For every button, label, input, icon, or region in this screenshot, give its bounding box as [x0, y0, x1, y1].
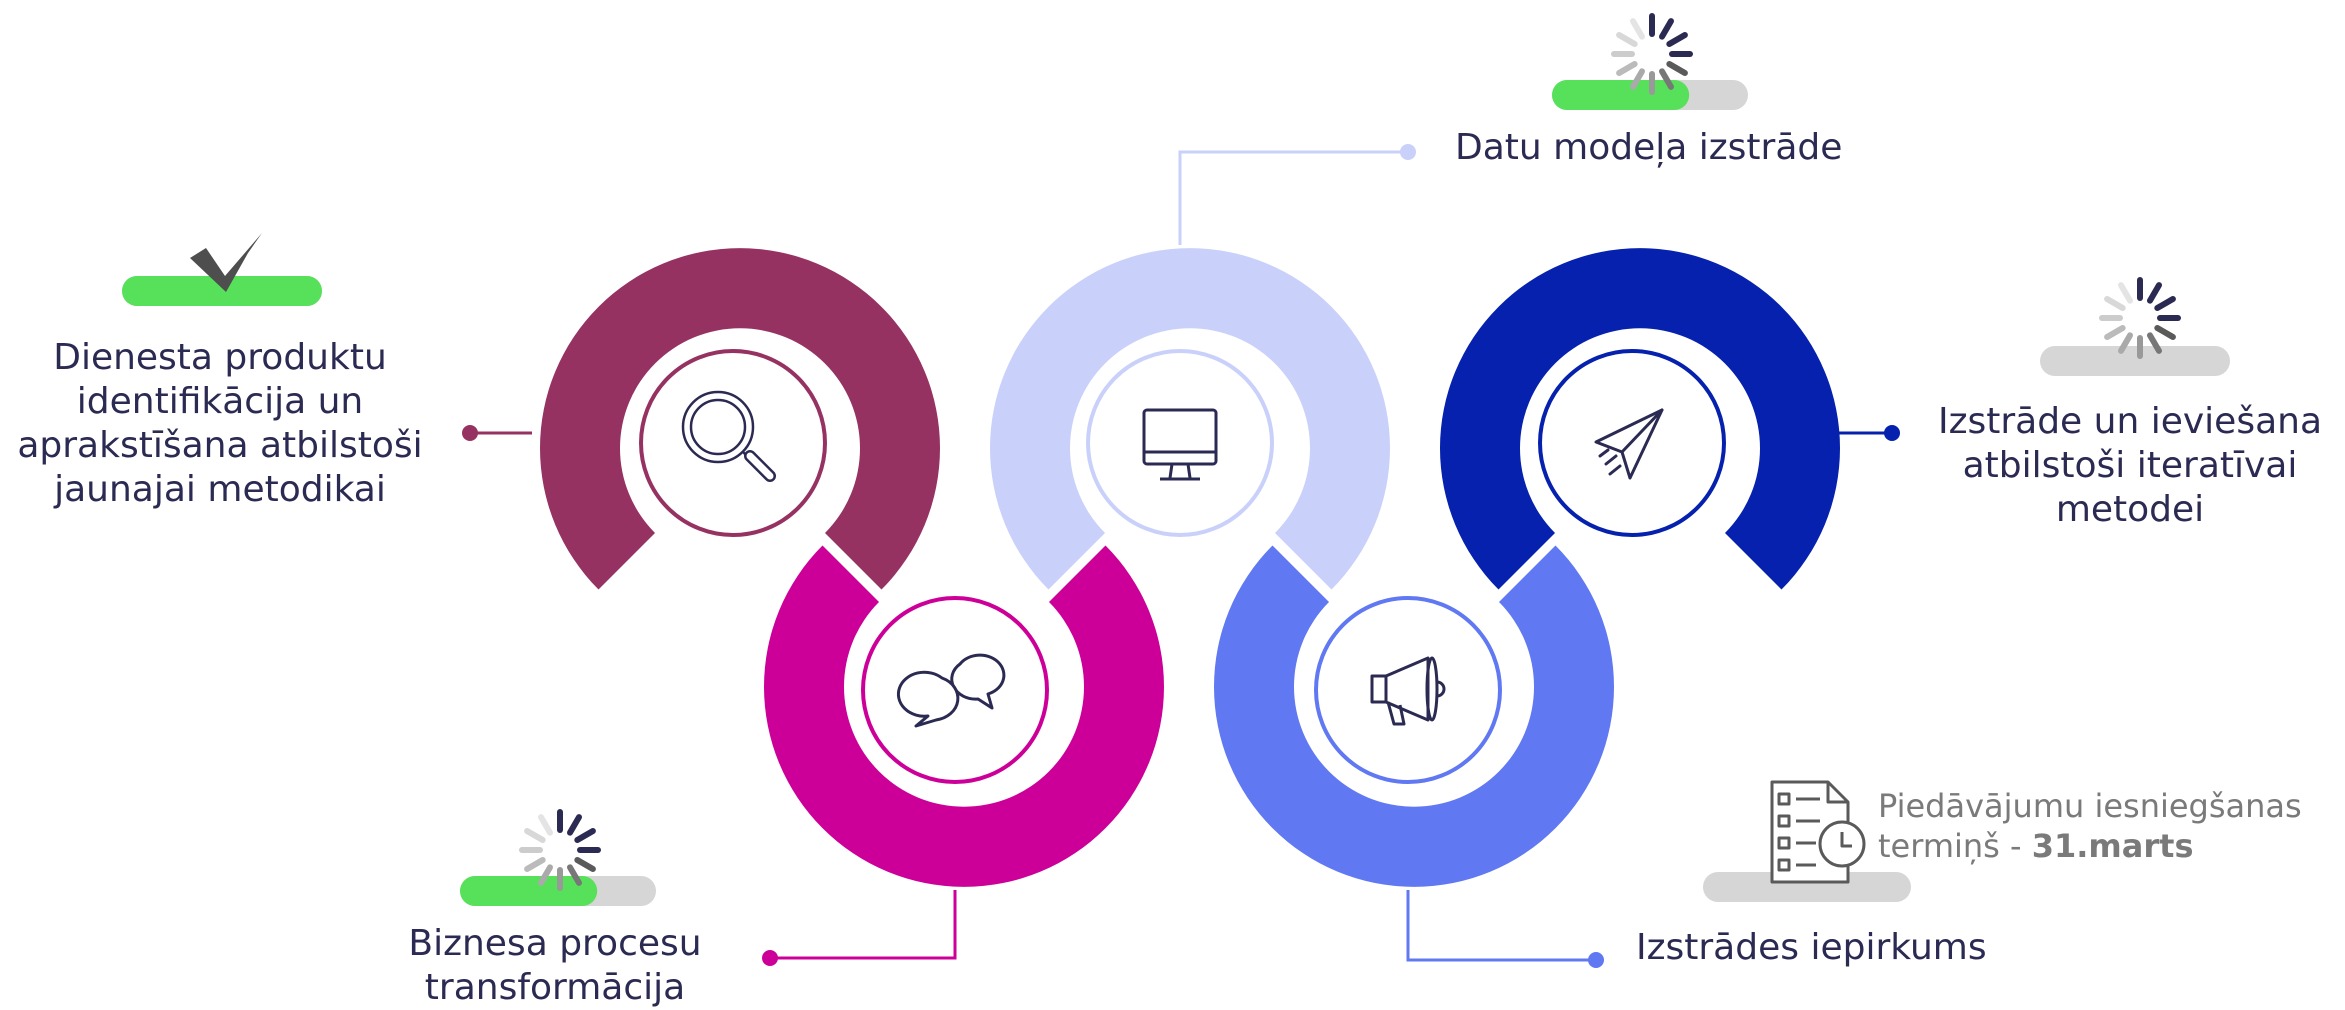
ring-3 [989, 248, 1390, 590]
step-label-1-line-2: identifikācija un [76, 381, 364, 422]
deadline-prefix: termiņš - [1878, 827, 2032, 865]
connector-3 [1178, 144, 1416, 245]
step-label-2-line-2: transformācija [424, 967, 686, 1008]
step-label-3-line-1: Datu modeļa izstrāde [1455, 127, 1843, 168]
step-label-4-line-1: Izstrādes iepirkums [1636, 927, 1987, 968]
progress-bar-5 [2040, 346, 2230, 376]
deadline-line-1: Piedāvājumu iesniegšanas [1878, 787, 2302, 825]
megaphone-icon [1370, 656, 1446, 726]
connector-1 [462, 425, 532, 441]
ring-2 [763, 545, 1164, 887]
ring-4 [1213, 545, 1614, 887]
checkmark-icon [190, 233, 262, 292]
deadline-note: Piedāvājumu iesniegšanas termiņš - 31.ma… [1878, 786, 2302, 866]
progress-bar-4 [1703, 872, 1911, 902]
monitor-icon [1142, 408, 1218, 481]
step-label-5-line-1: Izstrāde un ieviešana [1937, 401, 2323, 442]
step-label-1-line-1: Dienesta produktu [53, 337, 387, 378]
connector-4 [1406, 890, 1604, 968]
deadline-date: 31.marts [2031, 827, 2194, 865]
step-label-2-line-1: Biznesa procesu [408, 923, 702, 964]
step-label-1-line-3: aprakstīšana atbilstoši [17, 425, 423, 466]
step-label-5-line-3: metodei [2055, 489, 2205, 530]
step-label-5-line-2: atbilstoši iteratīvai [1962, 445, 2298, 486]
step-label-5: Izstrāde un ieviešana atbilstoši iteratī… [1920, 400, 2340, 532]
step-label-3: Datu modeļa izstrāde [1455, 126, 1842, 170]
deadline-line-2: termiņš - 31.marts [1878, 826, 2302, 866]
chat-bubbles-icon [896, 653, 1006, 728]
step-label-1-line-4: jaunajai metodikai [54, 469, 386, 510]
inner-circle-4 [1314, 596, 1502, 784]
paper-plane-icon [1594, 408, 1664, 480]
connector-2 [762, 890, 957, 966]
checklist-clock-icon [1770, 780, 1866, 884]
step-label-4: Izstrādes iepirkums [1636, 926, 1987, 970]
inner-circle-3 [1086, 349, 1274, 537]
inner-circle-1 [639, 349, 827, 537]
spinner-icon [2102, 280, 2178, 356]
search-icon [681, 390, 776, 482]
ring-1 [540, 248, 940, 590]
ring-5 [1440, 248, 1840, 590]
progress-bar-1 [122, 276, 322, 306]
step-label-2: Biznesa procesu transformācija [360, 922, 750, 1010]
step-label-1: Dienesta produktu identifikācija un apra… [0, 336, 440, 512]
